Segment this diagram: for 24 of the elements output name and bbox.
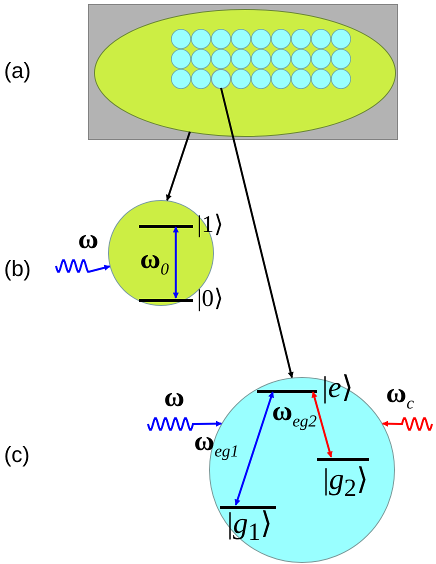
state-label: |0⟩ bbox=[197, 287, 223, 311]
arrow bbox=[172, 226, 179, 299]
arrow bbox=[220, 88, 294, 378]
wavy-arrow bbox=[382, 417, 433, 431]
energy-level-line bbox=[139, 225, 193, 228]
wavy-arrow bbox=[147, 417, 222, 431]
wavy-arrow bbox=[55, 259, 110, 273]
edge-label: ω bbox=[164, 384, 184, 412]
edge-label: ω bbox=[78, 226, 98, 254]
state-label: |e⟩ bbox=[322, 373, 354, 403]
arrow bbox=[166, 131, 191, 201]
arrow bbox=[234, 391, 274, 506]
arrow bbox=[312, 391, 333, 458]
energy-level-line bbox=[139, 299, 193, 302]
panel-label: (a) bbox=[4, 60, 31, 82]
panel-label: (b) bbox=[4, 258, 31, 280]
energy-level-line bbox=[220, 506, 276, 509]
panel-label: (c) bbox=[4, 444, 30, 466]
energy-level-line bbox=[317, 458, 369, 461]
edge-label: ω$_{0}$ bbox=[140, 246, 169, 278]
state-label: |g$_{1}$⟩ bbox=[227, 509, 273, 545]
energy-level-line bbox=[257, 390, 317, 393]
state-label: |g$_{2}$⟩ bbox=[323, 465, 369, 501]
edge-label: ω$_{c}$ bbox=[386, 380, 414, 412]
